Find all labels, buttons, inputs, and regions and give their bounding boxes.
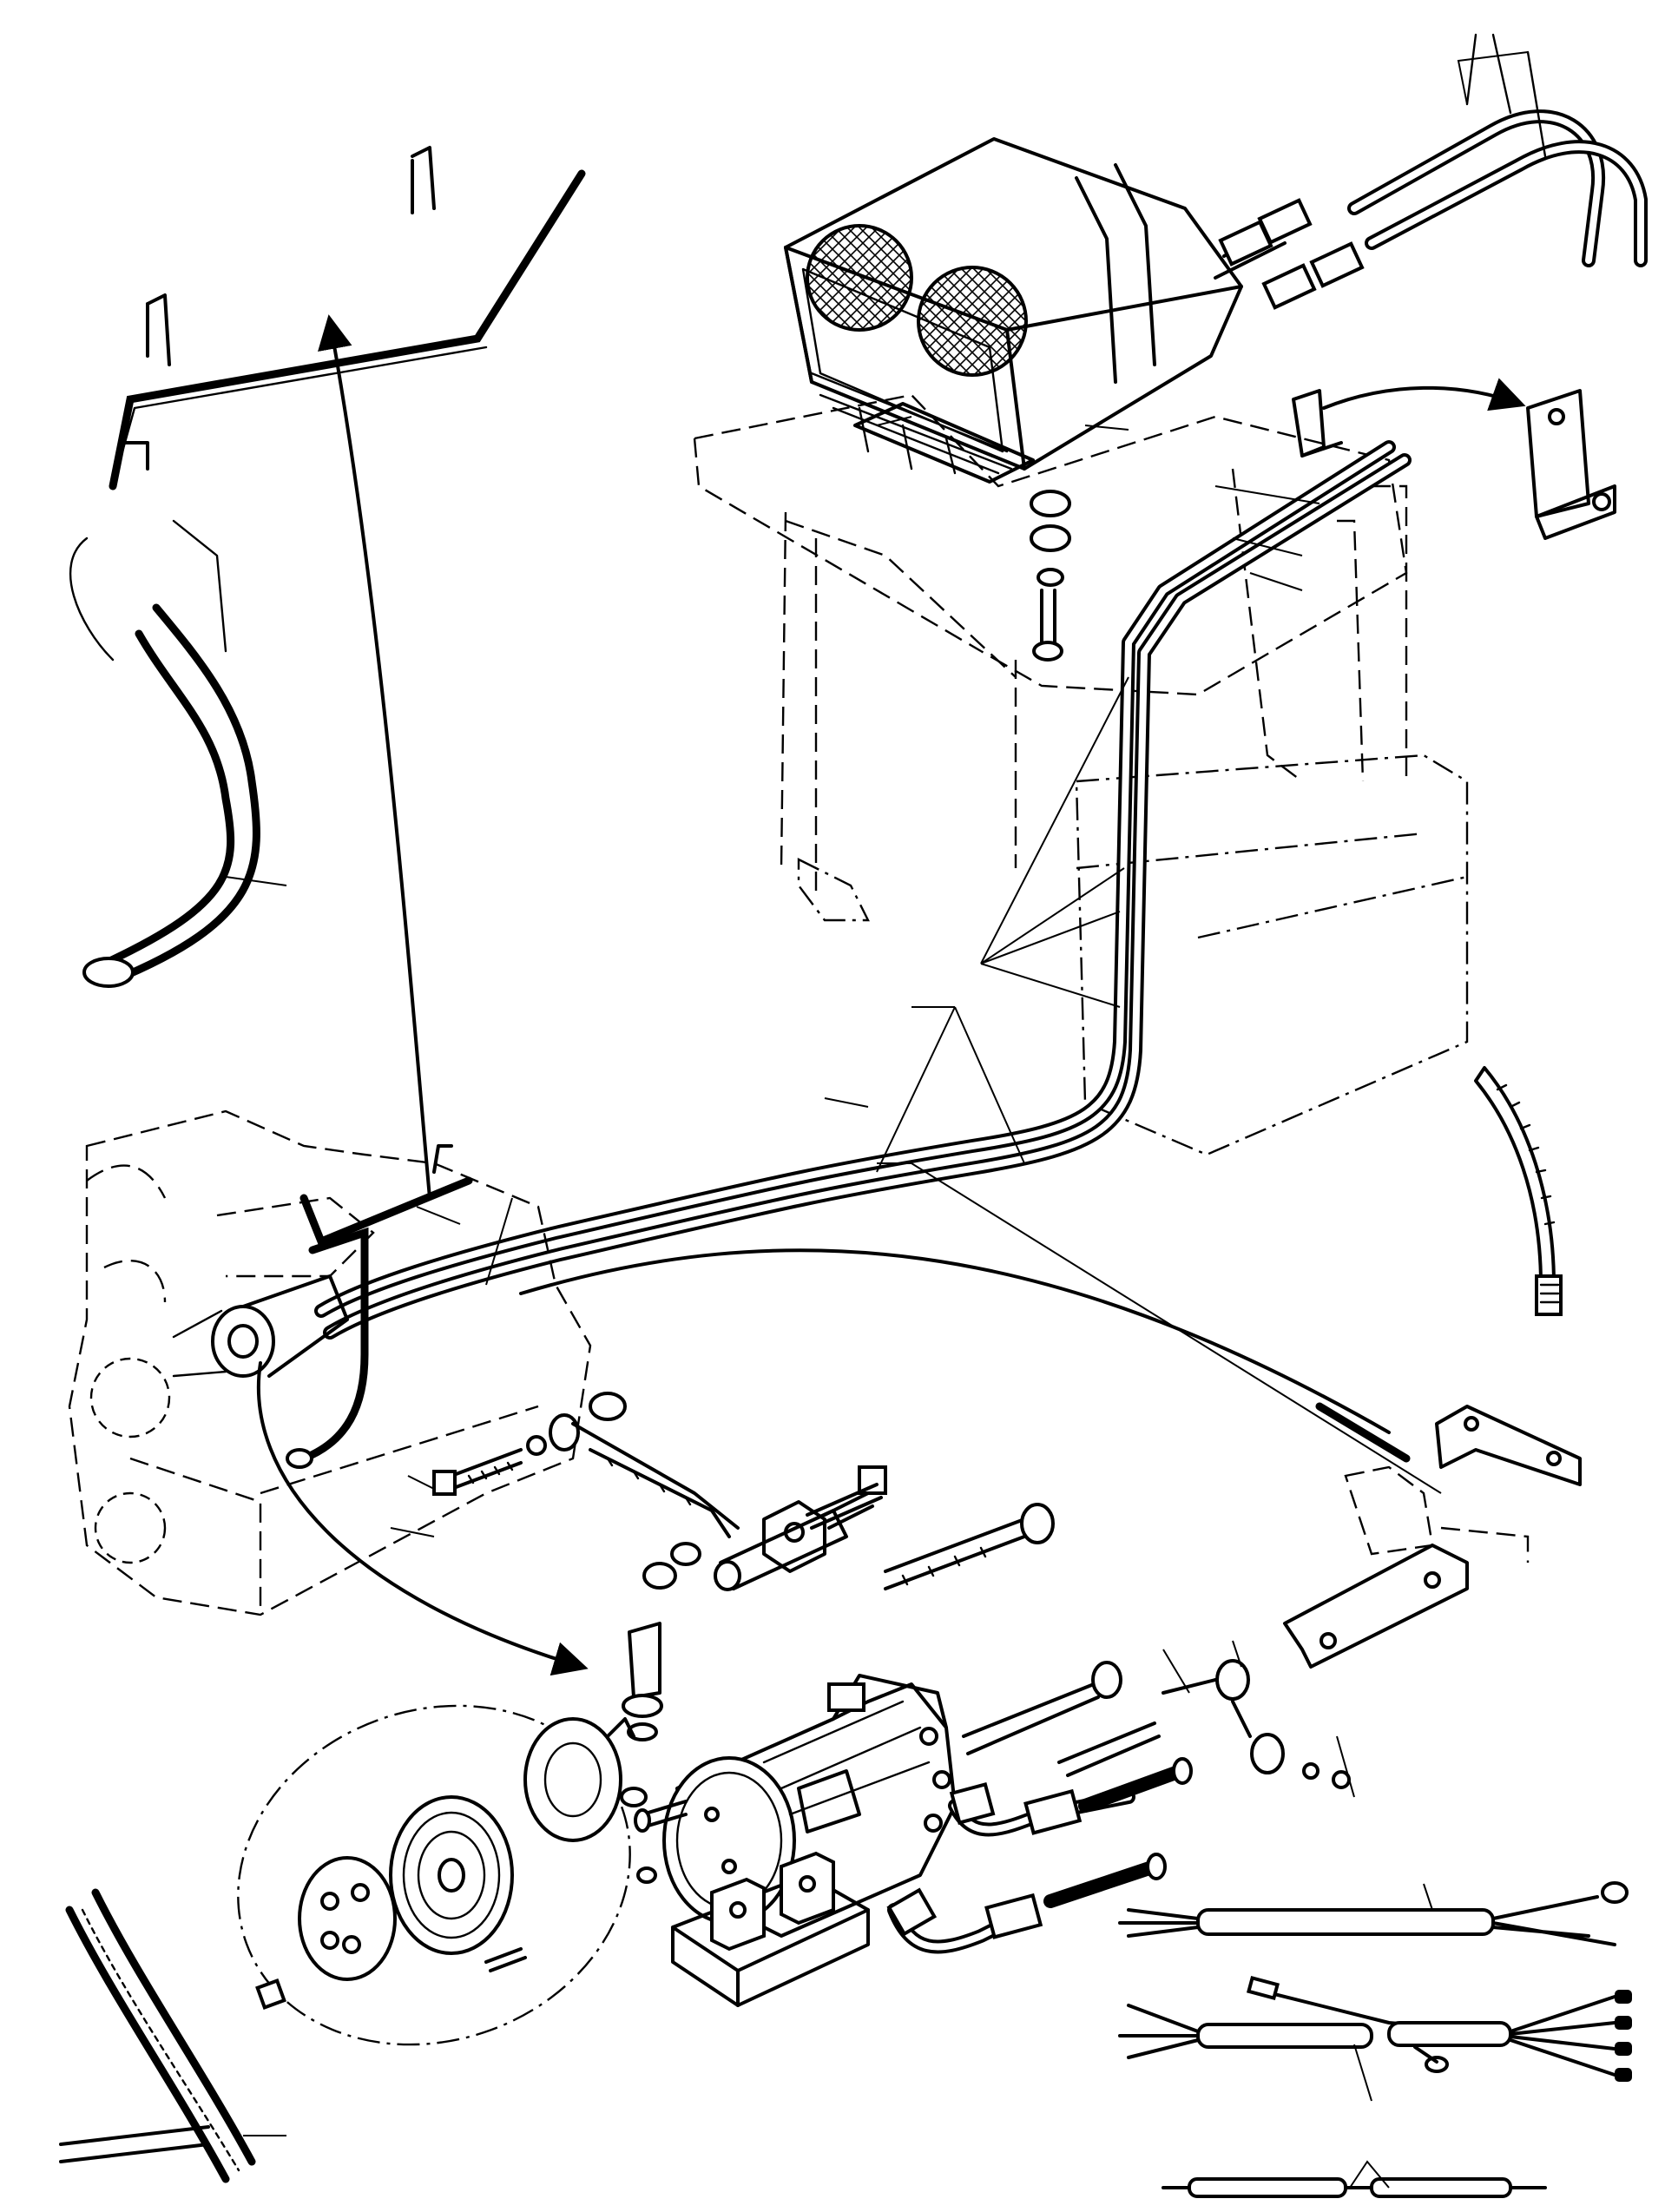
tensioner-block (642, 1465, 887, 1591)
compressor-installed (172, 1274, 349, 1378)
coolant-tube-upper (109, 146, 586, 490)
refrigerant-hose-pair (314, 440, 1412, 1340)
air-conditioner-unit (784, 137, 1243, 484)
mounting-bracket-upper (1526, 389, 1616, 540)
fan-grille-left (806, 224, 913, 332)
engine-coolant-pipe (286, 1144, 473, 1469)
isolator-mounts (1030, 490, 1071, 662)
loose-bolts (622, 1483, 1122, 1755)
coolant-pipe-bent (69, 519, 260, 988)
hose-clamp-strap (1474, 1066, 1563, 1316)
adjuster-hardware (432, 1392, 740, 1538)
compressor-base (671, 1769, 870, 2007)
compressor-discharge-hoses (886, 1722, 1193, 1954)
drive-belt (59, 1888, 286, 2183)
wire-harness-2 (1118, 1975, 1632, 2102)
leader-lines (225, 416, 1442, 1537)
engine-outline (68, 1109, 592, 1616)
bracket-small-on-frame (1292, 389, 1343, 458)
hose-fittings (1162, 1640, 1355, 1798)
clutch-pulley-assembly (237, 1704, 657, 2046)
return-hoses (1347, 33, 1648, 267)
wire-harness-1 (1118, 1881, 1629, 1946)
compressor (634, 1674, 957, 1938)
fan-grille-right (917, 266, 1028, 377)
mounting-bracket-lower (1283, 1405, 1582, 1669)
wire-harness-3 (1162, 2160, 1547, 2198)
unit-fittings (1214, 198, 1365, 310)
